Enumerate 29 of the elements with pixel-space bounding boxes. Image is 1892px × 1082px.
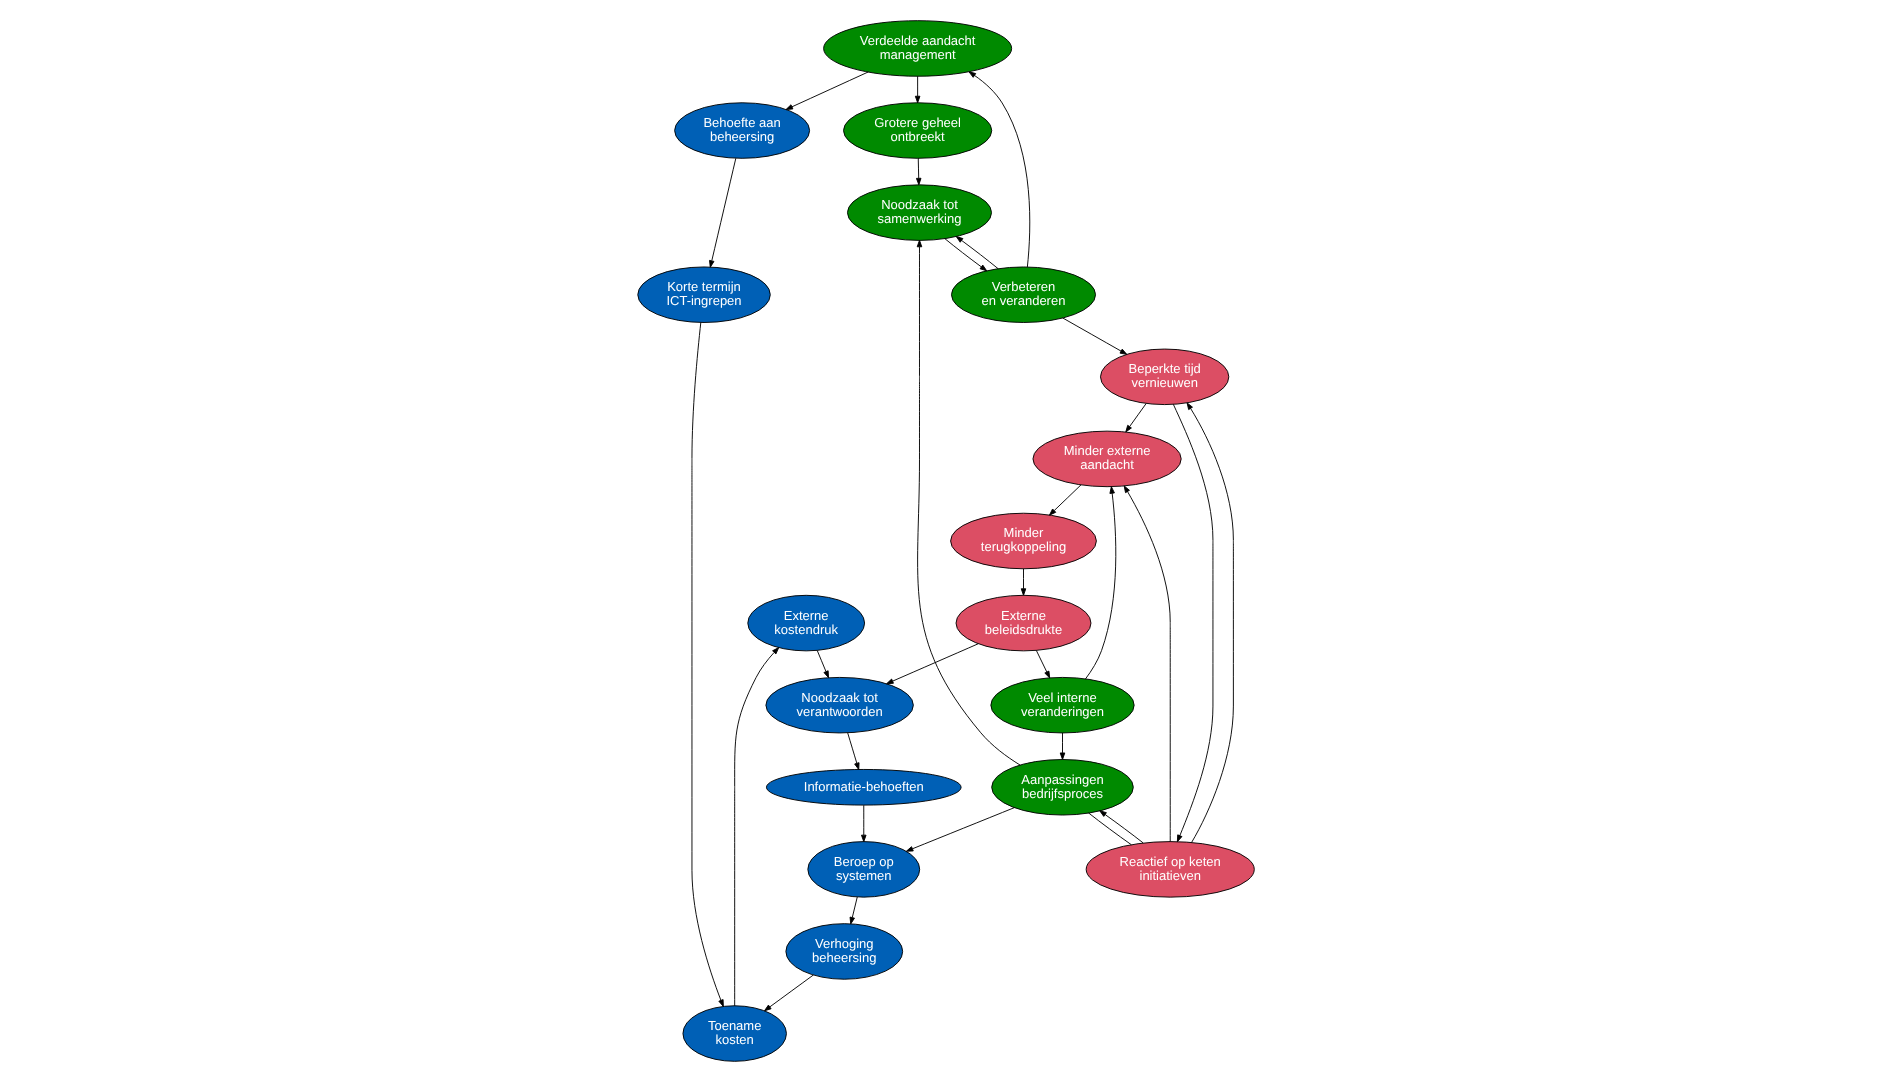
arrow xyxy=(955,236,999,270)
arrow xyxy=(914,75,921,104)
arrow xyxy=(1020,568,1027,596)
connector xyxy=(1088,812,1132,846)
arrow xyxy=(1123,485,1171,843)
arrow xyxy=(1059,732,1066,760)
arrow xyxy=(691,321,724,1007)
arrow xyxy=(849,896,858,925)
arrow xyxy=(861,804,867,843)
arrow xyxy=(1099,810,1144,844)
arrow xyxy=(1062,317,1128,355)
arrow xyxy=(916,157,922,186)
arrow xyxy=(847,732,860,770)
arrow xyxy=(709,157,737,268)
arrow xyxy=(785,71,869,110)
arrow xyxy=(944,238,988,272)
arrow xyxy=(905,807,1015,852)
arrow xyxy=(816,649,829,679)
arrow xyxy=(1186,402,1234,844)
arrow xyxy=(1049,484,1082,516)
arrow xyxy=(1084,486,1117,680)
arrow xyxy=(734,647,780,1007)
arrow xyxy=(886,643,979,685)
arrow xyxy=(968,71,1031,268)
arrow xyxy=(1125,403,1147,433)
arrow xyxy=(1035,649,1051,679)
arrow xyxy=(764,974,814,1012)
arrow xyxy=(916,239,1021,766)
arrow xyxy=(1172,403,1214,843)
